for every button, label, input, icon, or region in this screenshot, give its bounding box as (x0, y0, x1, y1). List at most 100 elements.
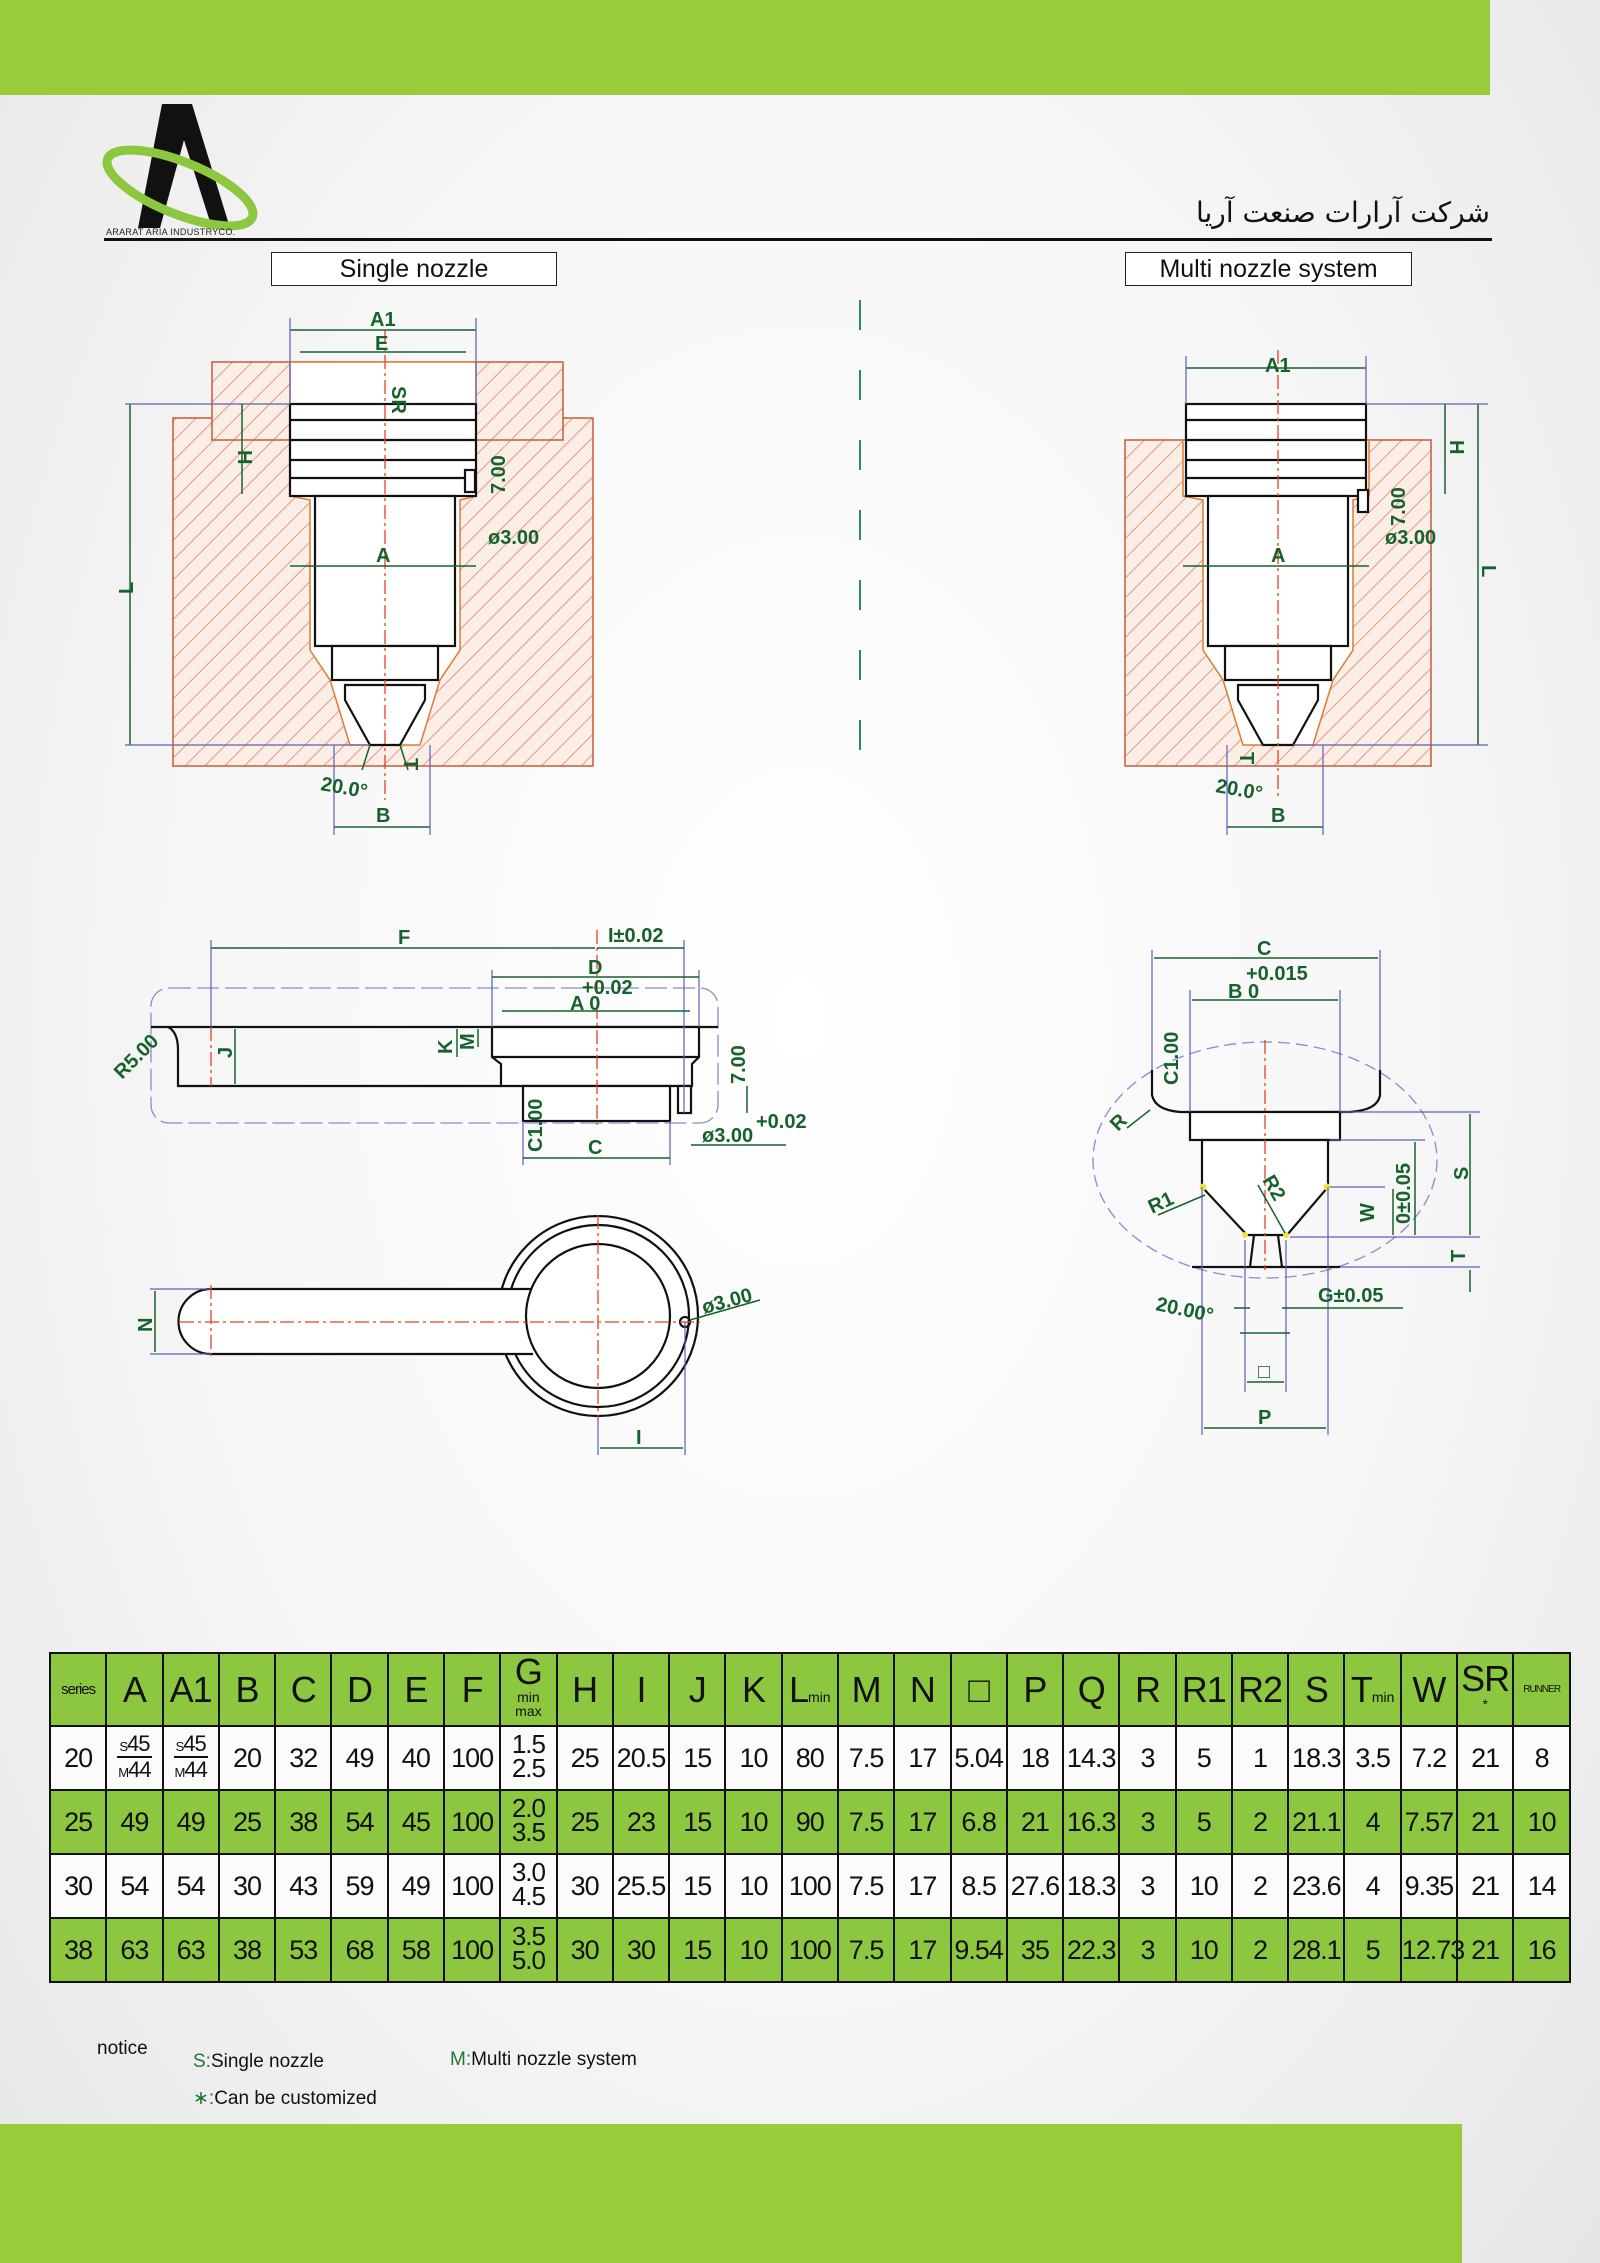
table-cell: 17 (893, 1789, 952, 1855)
table-cell: 25 (555, 1789, 614, 1855)
dim-hole-tol: +0.02 (756, 1111, 807, 1133)
dim-hole: ø3.00 (702, 1125, 753, 1147)
header-label: A (122, 1668, 147, 1710)
table-cell: 100 (442, 1725, 502, 1791)
table-cell: 5 (1174, 1725, 1233, 1791)
header-label: R (1134, 1668, 1161, 1710)
dim-hole: ø3.00 (488, 527, 539, 549)
single-value: S45 (117, 1731, 152, 1758)
table-cell: 23.6 (1287, 1853, 1346, 1919)
table-cell: 49 (105, 1789, 164, 1855)
dim-depth: 7.00 (728, 1045, 750, 1084)
multi-nozzle-title: Multi nozzle system (1125, 252, 1412, 286)
table-cell: 7.5 (836, 1853, 896, 1919)
column-header: SR* (1456, 1652, 1515, 1727)
table-cell: 9.54 (949, 1917, 1008, 1983)
table-cell: 10 (724, 1853, 783, 1919)
value-min: 2.0 (511, 1792, 546, 1823)
column-header: K (724, 1652, 783, 1727)
tip-detail-view: C +0.015 B 0 C1.00 R R1 R2 W 0±0.05 S T … (1092, 938, 1480, 1435)
column-header: □ (949, 1652, 1008, 1727)
dim-m: M (457, 1033, 479, 1050)
notice-label: notice (97, 2038, 148, 2059)
single-key: S (119, 1739, 128, 1755)
table-cell: 68 (330, 1917, 389, 1983)
dim-i: I (636, 1427, 642, 1449)
dim-i-tol: I±0.02 (608, 925, 663, 947)
dim-chamfer: C1.00 (525, 1099, 547, 1152)
table-cell: 5 (1343, 1917, 1402, 1983)
table-cell: 17 (893, 1917, 952, 1983)
dim-angle: 20.0° (1214, 775, 1264, 805)
dim-a1: A1 (1265, 355, 1291, 377)
table-cell: 30 (611, 1917, 671, 1983)
column-header: R2 (1230, 1652, 1290, 1727)
dim-a: A (376, 545, 390, 567)
notice-single-key: S: (193, 2051, 211, 2072)
table-cell: 10 (1174, 1853, 1233, 1919)
table-cell: 40 (386, 1725, 445, 1791)
header-label: W (1412, 1668, 1446, 1710)
table-cell: 21 (1456, 1917, 1515, 1983)
table-cell: 9.35 (1399, 1853, 1459, 1919)
column-header: Q (1062, 1652, 1121, 1727)
header-label: A1 (169, 1668, 213, 1710)
dim-t: T (1448, 1250, 1470, 1262)
column-header: N (893, 1652, 952, 1727)
multi-number: 44 (128, 1756, 152, 1782)
dim-d: D (588, 957, 602, 979)
header-label: K (742, 1668, 766, 1710)
column-header: B (217, 1652, 277, 1727)
table-cell: 38 (217, 1917, 277, 1983)
column-header: J (668, 1652, 727, 1727)
table-cell: 20.5 (611, 1725, 671, 1791)
table-cell: 38 (48, 1917, 108, 1983)
single-nozzle-drawing: A1 E SR H L 7.00 ø3.00 A 20.0° B T (116, 309, 594, 835)
column-header: S (1287, 1652, 1346, 1727)
dim-c: C (1257, 938, 1271, 960)
single-number: 45 (127, 1731, 151, 1757)
notice-multi: M:Multi nozzle system (450, 2049, 637, 2071)
company-name: شرکت آرارات صنعت آریا (1195, 196, 1490, 229)
table-cell: 21.1 (1287, 1789, 1346, 1855)
column-header: RUNNER (1512, 1652, 1571, 1727)
table-cell: 30 (555, 1917, 614, 1983)
logo-swoosh (102, 145, 258, 231)
multi-value: M44 (117, 1756, 152, 1782)
nozzle-head (288, 402, 478, 498)
dim-square: □ (1258, 1361, 1270, 1383)
envelope-outline (150, 987, 719, 1124)
header-sub: min (517, 1689, 540, 1705)
table-cell: 10 (724, 1789, 783, 1855)
column-header: Tmin (1343, 1652, 1402, 1727)
table-cell: 100 (780, 1853, 839, 1919)
table-cell: 54 (330, 1789, 389, 1855)
header-label: RUNNER (1523, 1684, 1561, 1695)
tip-gate (1192, 1234, 1340, 1269)
table-cell: 7.5 (836, 1917, 896, 1983)
single-number: 45 (183, 1731, 207, 1757)
column-header: A (105, 1652, 164, 1727)
locating-pin (1356, 488, 1370, 514)
dim-f: F (398, 927, 410, 949)
header-divider (104, 238, 1492, 241)
table-cell: 27.6 (1005, 1853, 1065, 1919)
value-min: 3.5 (511, 1920, 546, 1951)
header-label: D (347, 1668, 373, 1710)
header-sub: min (808, 1688, 831, 1705)
header-label: C (290, 1668, 317, 1710)
single-value: S45 (173, 1731, 208, 1758)
table-cell: 20 (48, 1725, 108, 1791)
table-cell: 3 (1118, 1853, 1177, 1919)
company-logo (102, 104, 258, 231)
header-sub: min (1371, 1688, 1395, 1705)
dim-r1: R1 (1145, 1188, 1177, 1219)
column-header: W (1399, 1652, 1459, 1727)
column-header: R1 (1174, 1652, 1233, 1727)
cup-edge (1150, 1070, 1382, 1114)
table-cell: 30 (555, 1853, 614, 1919)
